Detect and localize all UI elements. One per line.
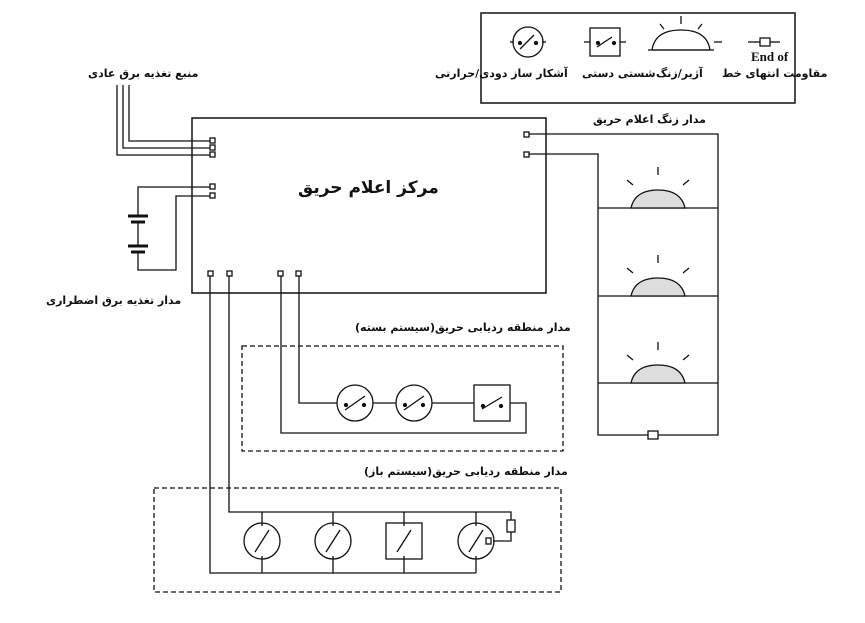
open-zone-resistor [506, 519, 516, 533]
closed-zone-box [241, 345, 564, 452]
closed-zone-detector-1 [336, 384, 374, 422]
legend-manual-call-point-label: شستی دستی [582, 67, 656, 80]
open-zone-detector-1 [243, 522, 281, 560]
legend-box [480, 12, 796, 104]
siren-1 [626, 167, 690, 209]
normal-power-wires [116, 85, 210, 156]
legend-resistor-label: مقاومت انتهای خط [722, 67, 828, 80]
open-zone-detector-2 [314, 522, 352, 560]
control-panel-box [191, 117, 547, 294]
legend-siren-icon [648, 16, 722, 51]
legend-detector-label: آشکار ساز دودی/حرارتی [435, 67, 568, 80]
emergency-battery [128, 186, 210, 271]
alarm-bell-circuit [529, 133, 719, 440]
bell-circuit-resistor [647, 430, 659, 440]
legend-resistor-icon [748, 37, 780, 47]
alarm-bell-circuit-label: مدار زنگ اعلام حریق [593, 113, 706, 126]
siren-3 [626, 342, 690, 384]
open-zone-manual-call-point [385, 522, 423, 560]
normal-power-label: منبع تغذیه برق عادی [88, 67, 199, 80]
open-zone-box [153, 487, 562, 593]
closed-zone-manual-call-point [473, 384, 511, 422]
panel-terminals [207, 131, 530, 277]
closed-zone-detector-2 [395, 384, 433, 422]
siren-2 [626, 255, 690, 297]
legend-siren-label: آژیر/زنگ [656, 67, 703, 80]
legend-detector-icon [510, 26, 546, 58]
open-zone-detector-3 [457, 522, 495, 560]
emergency-power-label: مدار تغذیه برق اضطراری [46, 294, 182, 307]
legend-resistor-symbol-text: End of [751, 49, 789, 64]
closed-zone-wiring [280, 276, 527, 434]
open-zone-label: مدار منطقه ردیابی حریق(سیستم باز) [364, 465, 568, 478]
control-panel-label: مرکز اعلام حریق [298, 178, 439, 198]
closed-zone-label: مدار منطقه ردیابی حریق(سیستم بسته) [355, 321, 571, 334]
legend-manual-call-point-icon [584, 27, 626, 57]
